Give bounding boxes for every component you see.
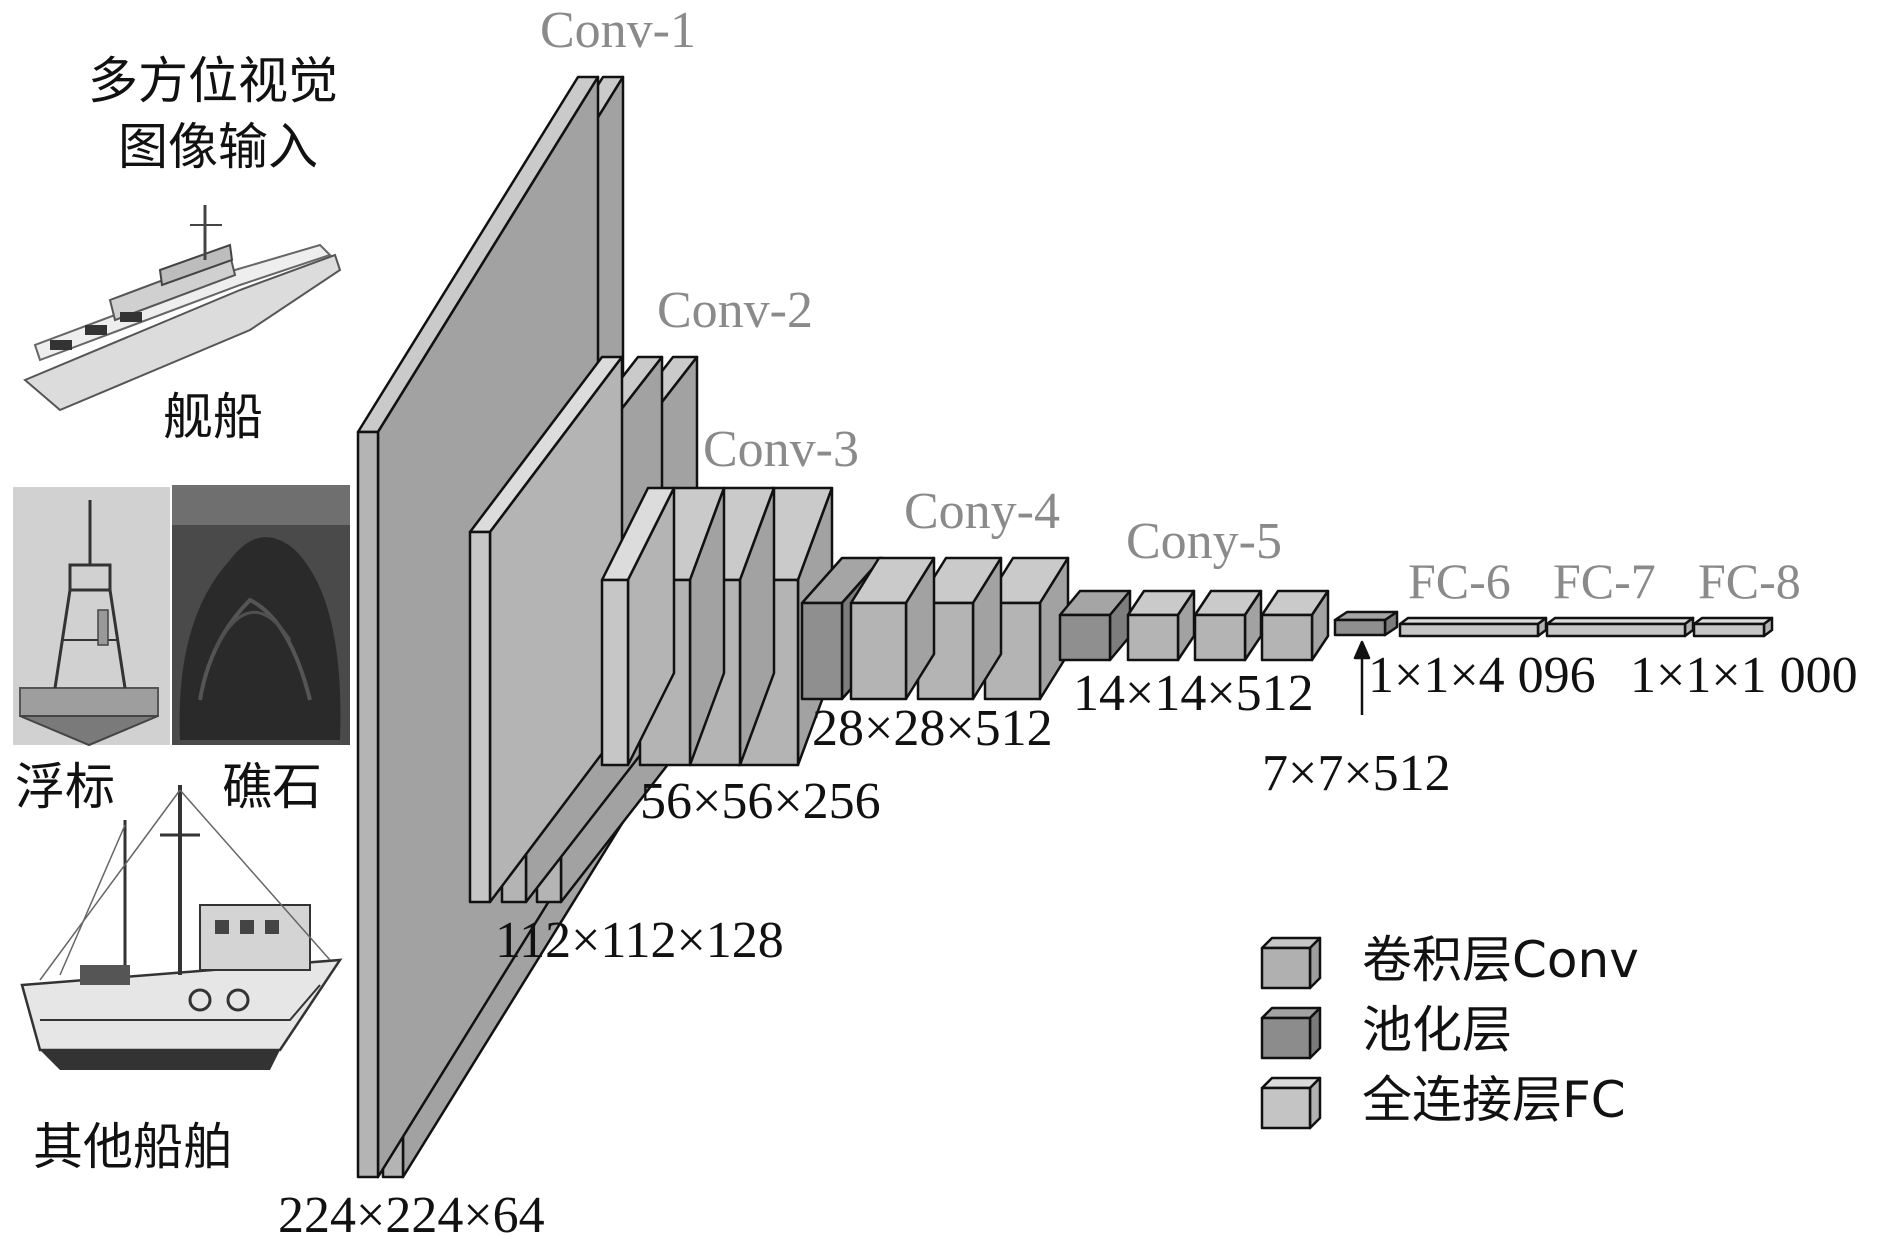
input-images: [13, 190, 350, 1075]
legend-icon-2-side: [1308, 1076, 1322, 1130]
conv5-pool: [1058, 589, 1132, 662]
image-label-buoy: 浮标: [15, 758, 115, 816]
reef-image: [172, 485, 350, 745]
pool-arrow: [1353, 640, 1371, 715]
conv4-block-2: [916, 556, 1003, 701]
legend-icon-1-side: [1308, 1006, 1322, 1060]
buoy-image: [13, 487, 170, 747]
legend-icon-0-side: [1308, 936, 1322, 990]
dims-conv1: 224×224×64: [278, 1187, 545, 1244]
fc6-bar: [1398, 616, 1548, 638]
conv5-block-3: [1260, 589, 1330, 662]
conv2-pool: [468, 355, 624, 904]
dims-conv3: 56×56×256: [640, 773, 881, 830]
conv5-block-1-front: [1126, 613, 1180, 662]
fc6-label: FC-6: [1408, 553, 1511, 609]
final-pool-front: [1333, 618, 1387, 637]
conv5-block-2-front: [1193, 613, 1247, 662]
conv2-pool-front: [468, 530, 492, 904]
stage-label-conv5: Cony-5: [1126, 513, 1282, 570]
stage-label-conv3: Conv-3: [703, 421, 859, 478]
legend-icon-1: [1260, 1006, 1322, 1060]
conv3-pool: [600, 486, 676, 767]
dims-fc-b: 1×1×1 000: [1630, 647, 1858, 704]
network-layers: [356, 75, 1774, 1179]
image-label-reef: 礁石: [222, 758, 322, 816]
legend-icon-0-front: [1260, 946, 1312, 990]
conv5-block-3-front: [1260, 613, 1314, 662]
warship-image: [20, 190, 345, 430]
input-title-line1: 多方位视觉: [88, 52, 338, 110]
stage-label-conv2: Conv-2: [657, 282, 813, 339]
legend-icon-1-front: [1260, 1016, 1312, 1060]
input-title-line2: 图像输入: [118, 118, 318, 176]
dims-conv5: 14×14×512: [1073, 665, 1314, 722]
conv5-block-2: [1193, 589, 1263, 662]
legend-label-fc: 全连接层FC: [1362, 1071, 1626, 1129]
legend-icons: [1260, 936, 1322, 1130]
conv3-pool-front: [600, 578, 630, 767]
fc8-bar-front: [1692, 622, 1766, 638]
conv4-pool-front: [800, 601, 844, 701]
conv5-block-1: [1126, 589, 1196, 662]
dims-pool: 7×7×512: [1262, 745, 1451, 802]
dims-fc-a: 1×1×4 096: [1368, 647, 1596, 704]
dims-conv2: 112×112×128: [495, 912, 784, 969]
fc6-bar-front: [1398, 622, 1540, 638]
final-pool: [1333, 610, 1399, 637]
conv1-slab-0-front: [356, 430, 380, 1179]
conv4-block-1-front: [849, 601, 908, 701]
legend-icon-2-front: [1260, 1086, 1312, 1130]
pool-arrow-head: [1353, 640, 1371, 660]
fc7-bar: [1545, 616, 1695, 638]
stage-label-conv4: Cony-4: [904, 483, 1060, 540]
fc8-label: FC-8: [1698, 553, 1801, 609]
fc8-bar: [1692, 616, 1774, 638]
image-label-warship: 舰船: [163, 388, 263, 446]
legend-label-pool: 池化层: [1362, 1001, 1512, 1059]
dims-conv4: 28×28×512: [812, 700, 1053, 757]
conv4-block-1: [849, 556, 936, 701]
image-label-other-ships: 其他船舶: [33, 1118, 233, 1176]
fc7-label: FC-7: [1553, 553, 1656, 609]
fc7-bar-front: [1545, 622, 1687, 638]
legend-icon-2: [1260, 1076, 1322, 1130]
stage-label-conv1: Conv-1: [540, 2, 696, 59]
fishing-boat-image: [18, 775, 348, 1075]
conv5-pool-front: [1058, 613, 1112, 662]
legend-icon-0: [1260, 936, 1322, 990]
legend-label-conv: 卷积层Conv: [1362, 931, 1639, 989]
